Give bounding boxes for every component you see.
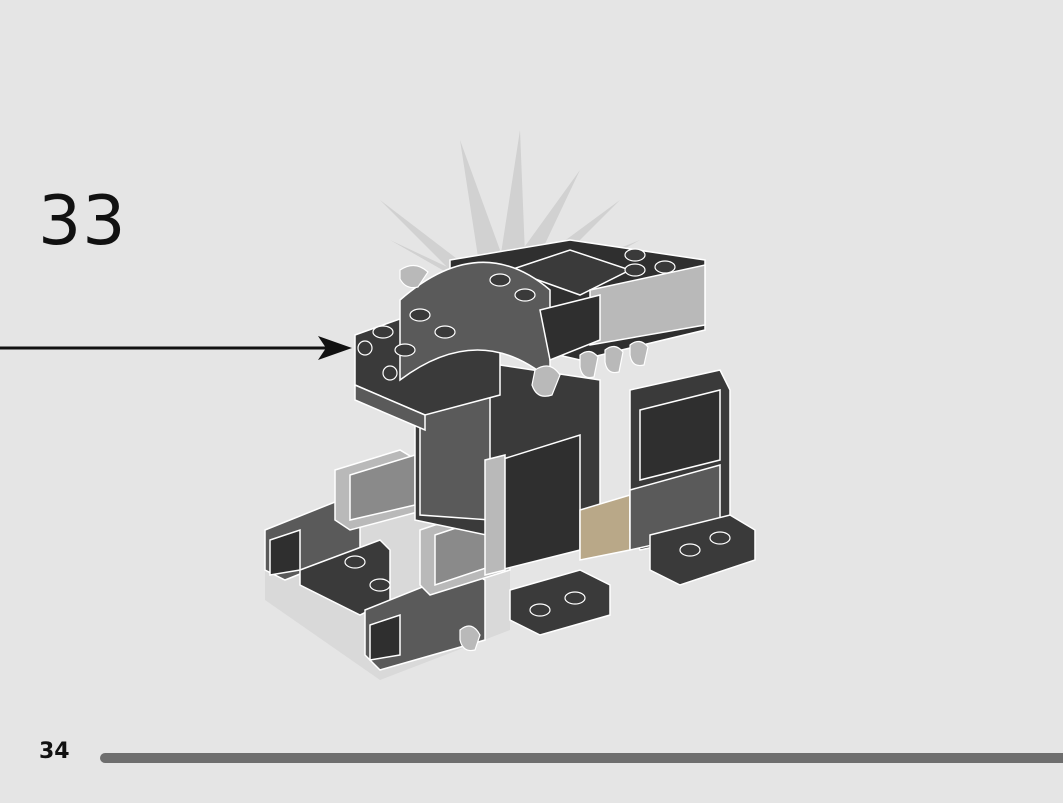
studs: [344, 248, 731, 617]
main-body: [414, 364, 756, 636]
brick-model-illustration: [264, 130, 756, 680]
clip-pieces: [399, 264, 649, 652]
pointer-arrow-icon: [0, 336, 352, 360]
step-number: 33: [38, 182, 127, 261]
page-number: 34: [39, 739, 70, 764]
progress-bar: [100, 753, 1063, 763]
front-feet: [264, 449, 511, 671]
